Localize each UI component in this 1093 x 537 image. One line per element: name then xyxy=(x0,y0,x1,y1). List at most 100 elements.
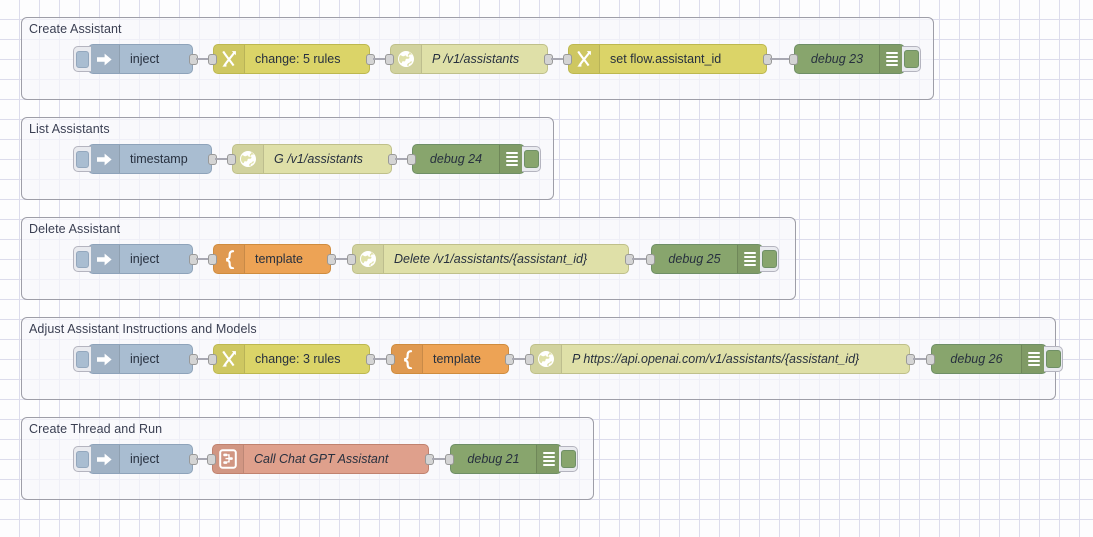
node-debug[interactable]: debug 24 xyxy=(407,144,541,174)
input-port[interactable] xyxy=(208,354,217,365)
button-knob xyxy=(560,450,576,468)
debug-toggle-button[interactable] xyxy=(760,246,779,272)
debug-toggle-button[interactable] xyxy=(902,46,921,72)
connection-wire[interactable] xyxy=(196,458,209,460)
node-inject[interactable]: timestamp xyxy=(73,144,217,174)
input-port[interactable] xyxy=(385,54,394,65)
connection-wire[interactable] xyxy=(632,258,648,260)
node-label: G /v1/assistants xyxy=(274,152,363,166)
node-debug[interactable]: debug 25 xyxy=(646,244,779,274)
node-label: template xyxy=(433,352,481,366)
button-knob xyxy=(76,250,89,268)
debug-toggle-button[interactable] xyxy=(559,446,578,472)
node-debug[interactable]: debug 26 xyxy=(926,344,1063,374)
template-brace-icon xyxy=(214,245,245,273)
button-knob xyxy=(523,150,539,168)
debug-toggle-button[interactable] xyxy=(522,146,541,172)
node-change[interactable]: change: 5 rules xyxy=(208,44,375,74)
debug-lines-icon xyxy=(737,245,762,273)
subflow-icon xyxy=(213,445,244,473)
button-knob xyxy=(76,50,89,68)
connection-wire[interactable] xyxy=(512,358,527,360)
node-inject[interactable]: inject xyxy=(73,344,198,374)
button-knob xyxy=(76,450,89,468)
group-create-thread-and-run[interactable]: Create Thread and Run inject Call Chat GPT… xyxy=(21,417,594,500)
connection-wire[interactable] xyxy=(334,258,349,260)
connection-wire[interactable] xyxy=(196,58,210,60)
node-label: inject xyxy=(130,452,160,466)
node-label: P https://api.openai.com/v1/assistants/{… xyxy=(572,352,860,366)
input-port[interactable] xyxy=(208,254,217,265)
node-http[interactable]: Delete /v1/assistants/{assistant_id} xyxy=(347,244,634,274)
node-template[interactable]: template xyxy=(208,244,336,274)
connection-wire[interactable] xyxy=(196,258,210,260)
debug-toggle-button[interactable] xyxy=(1044,346,1063,372)
input-port[interactable] xyxy=(445,454,454,465)
inject-trigger-button[interactable] xyxy=(73,46,91,72)
inject-arrow-icon xyxy=(89,345,120,373)
node-inject[interactable]: inject xyxy=(73,244,198,274)
input-port[interactable] xyxy=(563,54,572,65)
inject-trigger-button[interactable] xyxy=(73,446,91,472)
input-port[interactable] xyxy=(227,154,236,165)
node-label: P /v1/assistants xyxy=(432,52,520,66)
node-label: Call Chat GPT Assistant xyxy=(254,452,389,466)
node-change[interactable]: change: 3 rules xyxy=(208,344,375,374)
group-label: Delete Assistant xyxy=(29,222,121,236)
node-label: debug 24 xyxy=(429,152,483,166)
input-port[interactable] xyxy=(407,154,416,165)
button-knob xyxy=(76,350,89,368)
node-inject[interactable]: inject xyxy=(73,44,198,74)
input-port[interactable] xyxy=(789,54,798,65)
input-port[interactable] xyxy=(386,354,395,365)
template-brace-icon xyxy=(392,345,423,373)
group-label: Create Thread and Run xyxy=(29,422,163,436)
globe-icon xyxy=(233,145,264,173)
connection-wire[interactable] xyxy=(215,158,229,160)
node-http[interactable]: P /v1/assistants xyxy=(385,44,553,74)
node-template[interactable]: template xyxy=(386,344,514,374)
input-port[interactable] xyxy=(347,254,356,265)
group-adjust-assistant[interactable]: Adjust Assistant Instructions and Models… xyxy=(21,317,1063,400)
connection-wire[interactable] xyxy=(373,358,388,360)
inject-arrow-icon xyxy=(89,445,120,473)
connection-wire[interactable] xyxy=(770,58,791,60)
debug-lines-icon xyxy=(536,445,561,473)
connection-wire[interactable] xyxy=(551,58,565,60)
connection-wire[interactable] xyxy=(395,158,409,160)
node-subflow[interactable]: Call Chat GPT Assistant xyxy=(207,444,434,474)
node-label: debug 23 xyxy=(810,52,864,66)
input-port[interactable] xyxy=(926,354,935,365)
inject-trigger-button[interactable] xyxy=(73,346,91,372)
group-delete-assistant[interactable]: Delete Assistant inject template Delete /v1… xyxy=(21,217,796,300)
node-debug[interactable]: debug 21 xyxy=(445,444,578,474)
group-label: Adjust Assistant Instructions and Models xyxy=(29,322,257,336)
node-debug[interactable]: debug 23 xyxy=(789,44,921,74)
button-knob xyxy=(903,50,919,68)
node-change[interactable]: set flow.assistant_id xyxy=(563,44,772,74)
inject-trigger-button[interactable] xyxy=(73,246,91,272)
node-http[interactable]: P https://api.openai.com/v1/assistants/{… xyxy=(525,344,915,374)
connection-wire[interactable] xyxy=(373,58,387,60)
node-label: inject xyxy=(130,52,160,66)
node-label: change: 5 rules xyxy=(255,52,341,66)
input-port[interactable] xyxy=(208,54,217,65)
node-inject[interactable]: inject xyxy=(73,444,198,474)
input-port[interactable] xyxy=(646,254,655,265)
change-swap-icon xyxy=(214,45,245,73)
node-http[interactable]: G /v1/assistants xyxy=(227,144,397,174)
input-port[interactable] xyxy=(207,454,216,465)
globe-icon xyxy=(531,345,562,373)
input-port[interactable] xyxy=(525,354,534,365)
globe-icon xyxy=(353,245,384,273)
button-knob xyxy=(76,150,89,168)
node-label: inject xyxy=(130,252,160,266)
connection-wire[interactable] xyxy=(913,358,928,360)
debug-lines-icon xyxy=(879,45,904,73)
inject-trigger-button[interactable] xyxy=(73,146,91,172)
connection-wire[interactable] xyxy=(196,358,210,360)
connection-wire[interactable] xyxy=(432,458,447,460)
